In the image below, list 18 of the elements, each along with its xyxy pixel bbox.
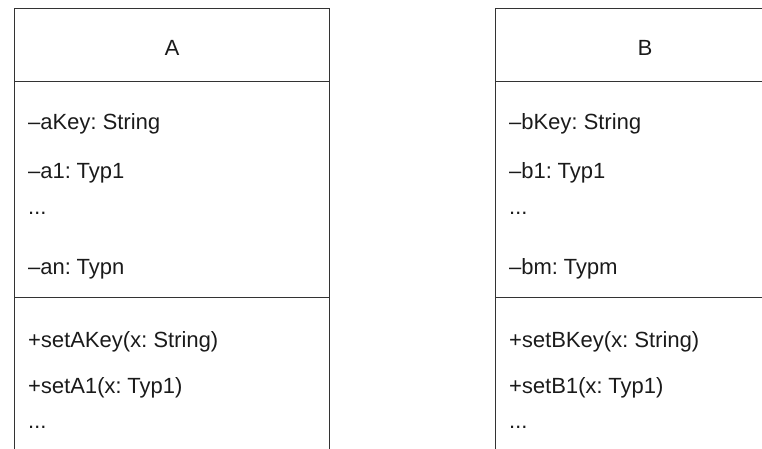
attribute-text: –an: Typn [28,254,124,280]
method-text: +setA1(x: Typ1) [28,373,182,399]
method-text: +setBKey(x: String) [509,327,700,353]
attribute-text: –bKey: String [509,109,642,135]
method-text: ... [509,408,528,434]
attribute-text: –aKey: String [28,109,160,135]
attribute-text: ... [509,194,528,220]
class-box [495,8,762,449]
class-name: A [164,35,180,61]
class-name: B [636,35,654,61]
method-text: +setB1(x: Typ1) [509,373,664,399]
attribute-text: ... [28,194,46,220]
class-box [14,8,330,449]
attribute-text: –a1: Typ1 [28,158,124,184]
attribute-text: –bm: Typm [509,254,618,280]
method-text: +setAKey(x: String) [28,327,218,353]
attribute-text: –b1: Typ1 [509,158,606,184]
method-text: ... [28,408,46,434]
